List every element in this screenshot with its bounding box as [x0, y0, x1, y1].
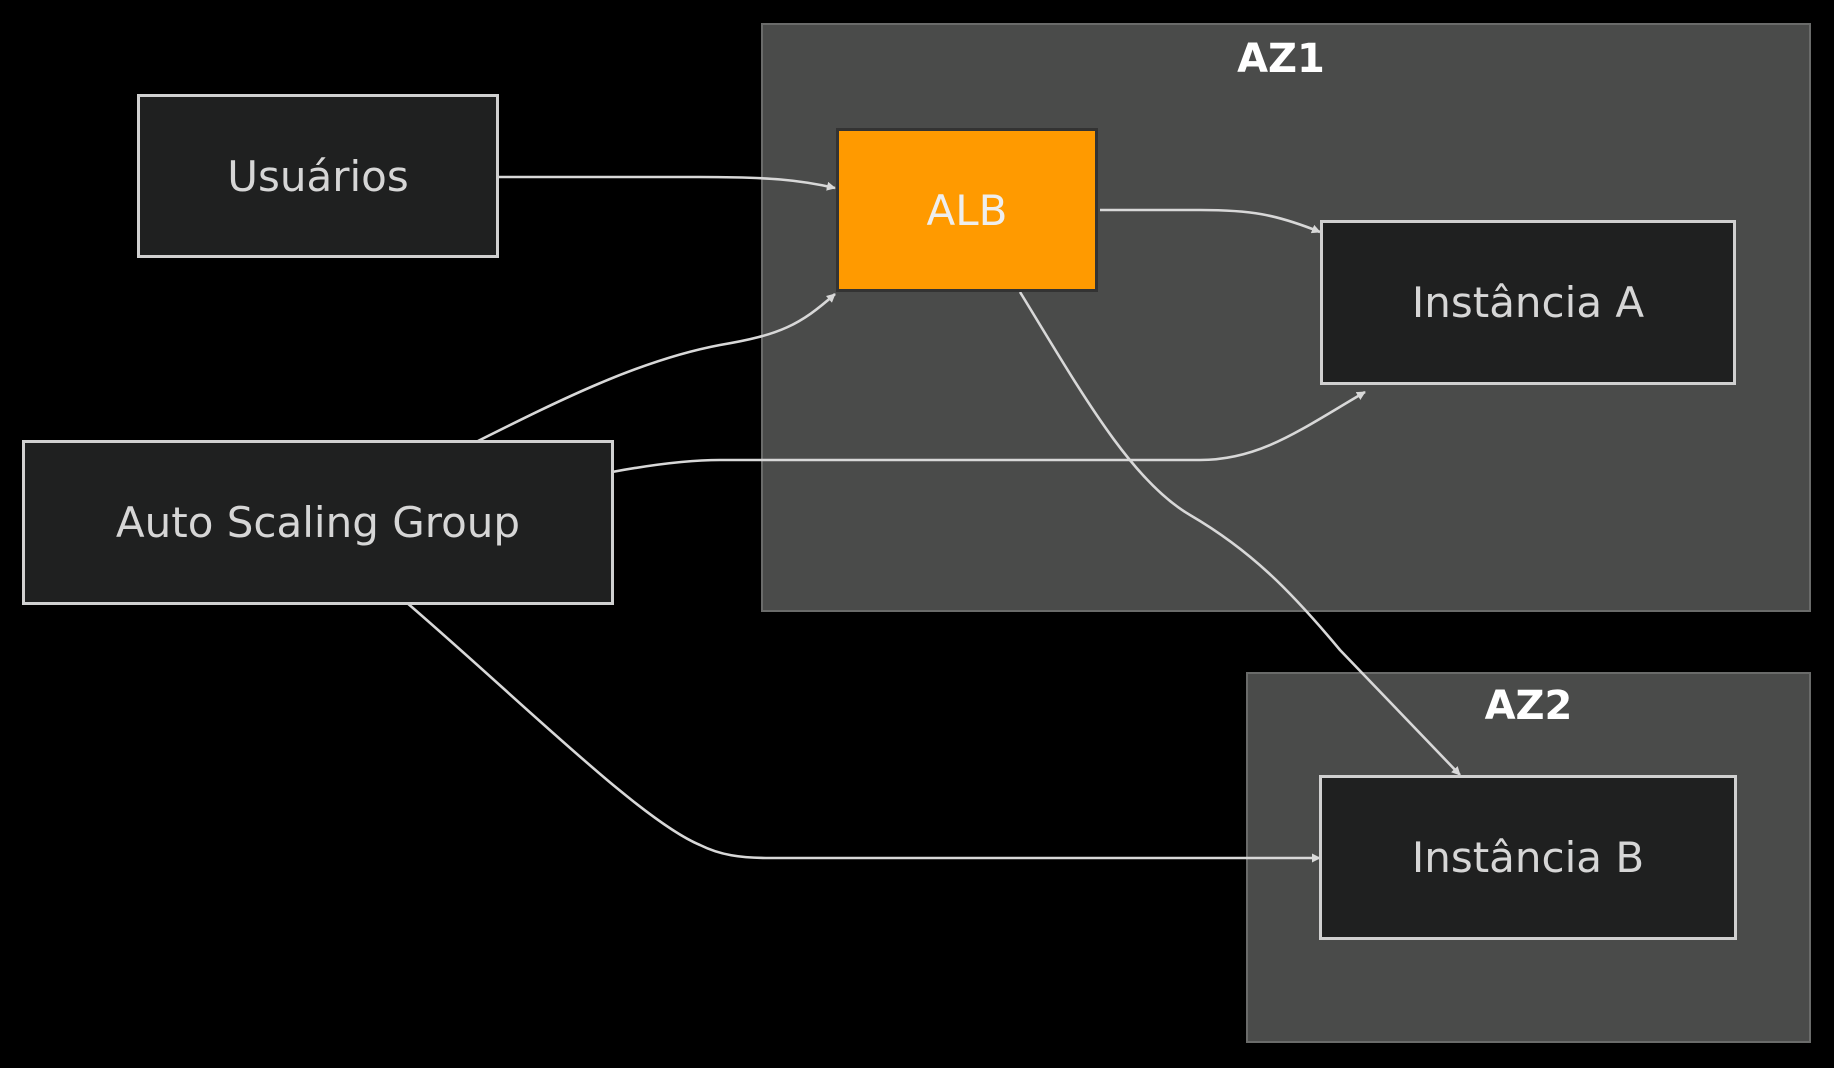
cluster-az2-title: AZ2 [1484, 683, 1573, 729]
node-usuarios: Usuários [137, 94, 499, 258]
node-instancia-b: Instância B [1319, 775, 1737, 940]
node-alb: ALB [836, 128, 1098, 292]
cluster-az1-title: AZ1 [1237, 36, 1325, 82]
edge-asg-to-instancia-b [405, 601, 1321, 863]
node-auto-scaling-group: Auto Scaling Group [22, 440, 614, 605]
node-instancia-a: Instância A [1320, 220, 1736, 385]
